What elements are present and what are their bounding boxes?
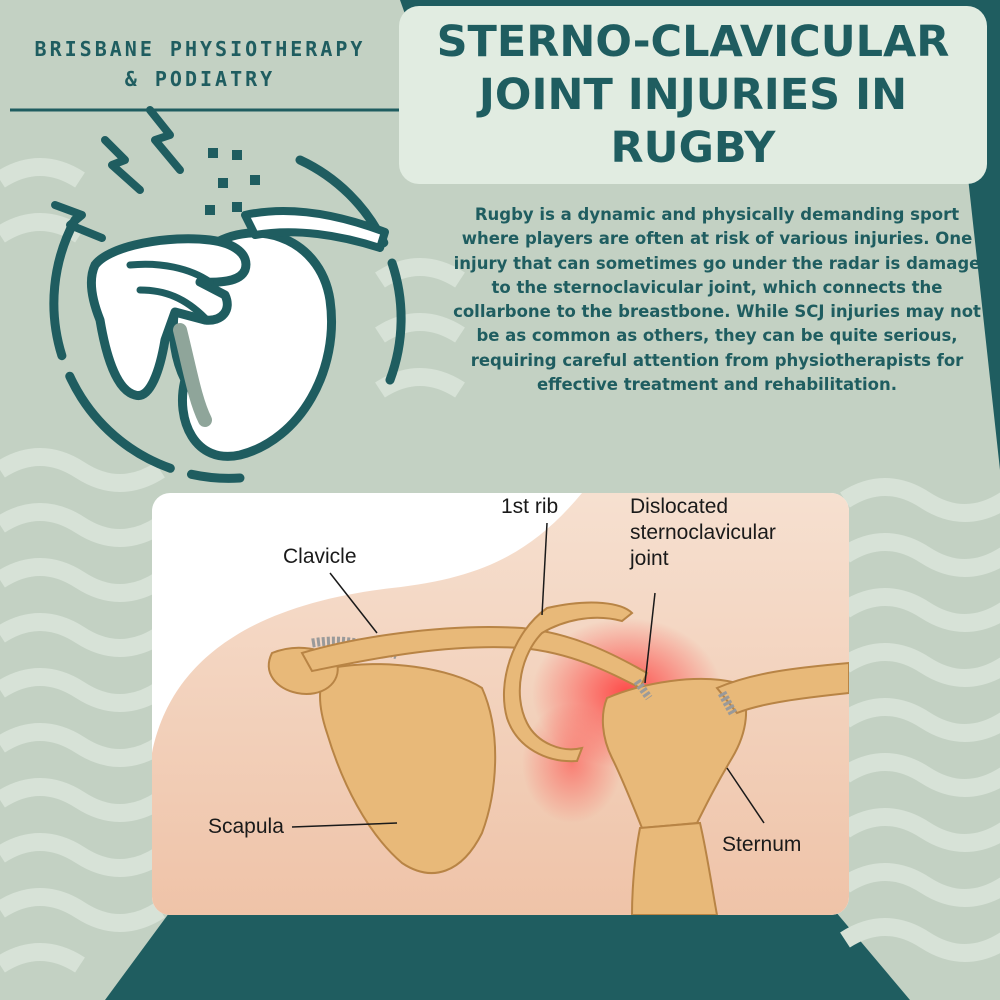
injury-glow-secondary <box>522 703 622 823</box>
opposite-clavicle <box>715 661 849 715</box>
joint-ligament-dislocated <box>633 678 653 701</box>
title-line-3: RUGBY <box>610 122 776 173</box>
brand-name: BRISBANE PHYSIOTHERAPY & PODIATRY <box>10 34 390 94</box>
brand-line-2: & PODIATRY <box>124 67 276 91</box>
first-rib-pointer <box>541 522 548 616</box>
sternum-pointer <box>726 767 765 824</box>
anatomy-diagram: 1st rib Dislocated sternoclavicular join… <box>152 493 849 915</box>
waves-right <box>840 478 1000 962</box>
label-dislocated-line-2: sternoclavicular <box>630 521 776 544</box>
label-first-rib: 1st rib <box>501 495 559 518</box>
title-line-1: STERNO-CLAVICULAR <box>436 16 950 67</box>
sternum-body <box>630 821 719 915</box>
label-dislocated-line-1: Dislocated <box>630 495 729 518</box>
title-line-2: JOINT INJURIES IN <box>478 69 908 120</box>
label-sternum: Sternum <box>722 833 802 856</box>
label-scapula: Scapula <box>208 815 284 838</box>
scapula-pointer <box>291 822 398 828</box>
label-dislocated-line-3: joint <box>630 547 669 570</box>
first-rib-bone <box>503 601 634 763</box>
joint-ligament-right <box>718 690 738 718</box>
shoulder-pain-icon <box>49 106 406 483</box>
clavicle-pointer <box>329 572 378 634</box>
waves-left <box>0 448 165 973</box>
title-banner: STERNO-CLAVICULAR JOINT INJURIES IN RUGB… <box>399 6 987 184</box>
scapula-bone <box>319 663 497 874</box>
brand-line-1: BRISBANE PHYSIOTHERAPY <box>34 37 366 61</box>
intro-paragraph: Rugby is a dynamic and physically demand… <box>453 205 981 395</box>
anatomy-illustration <box>152 493 849 915</box>
footer-dark-panel <box>105 905 910 1000</box>
sternum-bone <box>601 678 748 830</box>
label-clavicle: Clavicle <box>283 545 357 568</box>
joint-pointer <box>644 592 656 684</box>
